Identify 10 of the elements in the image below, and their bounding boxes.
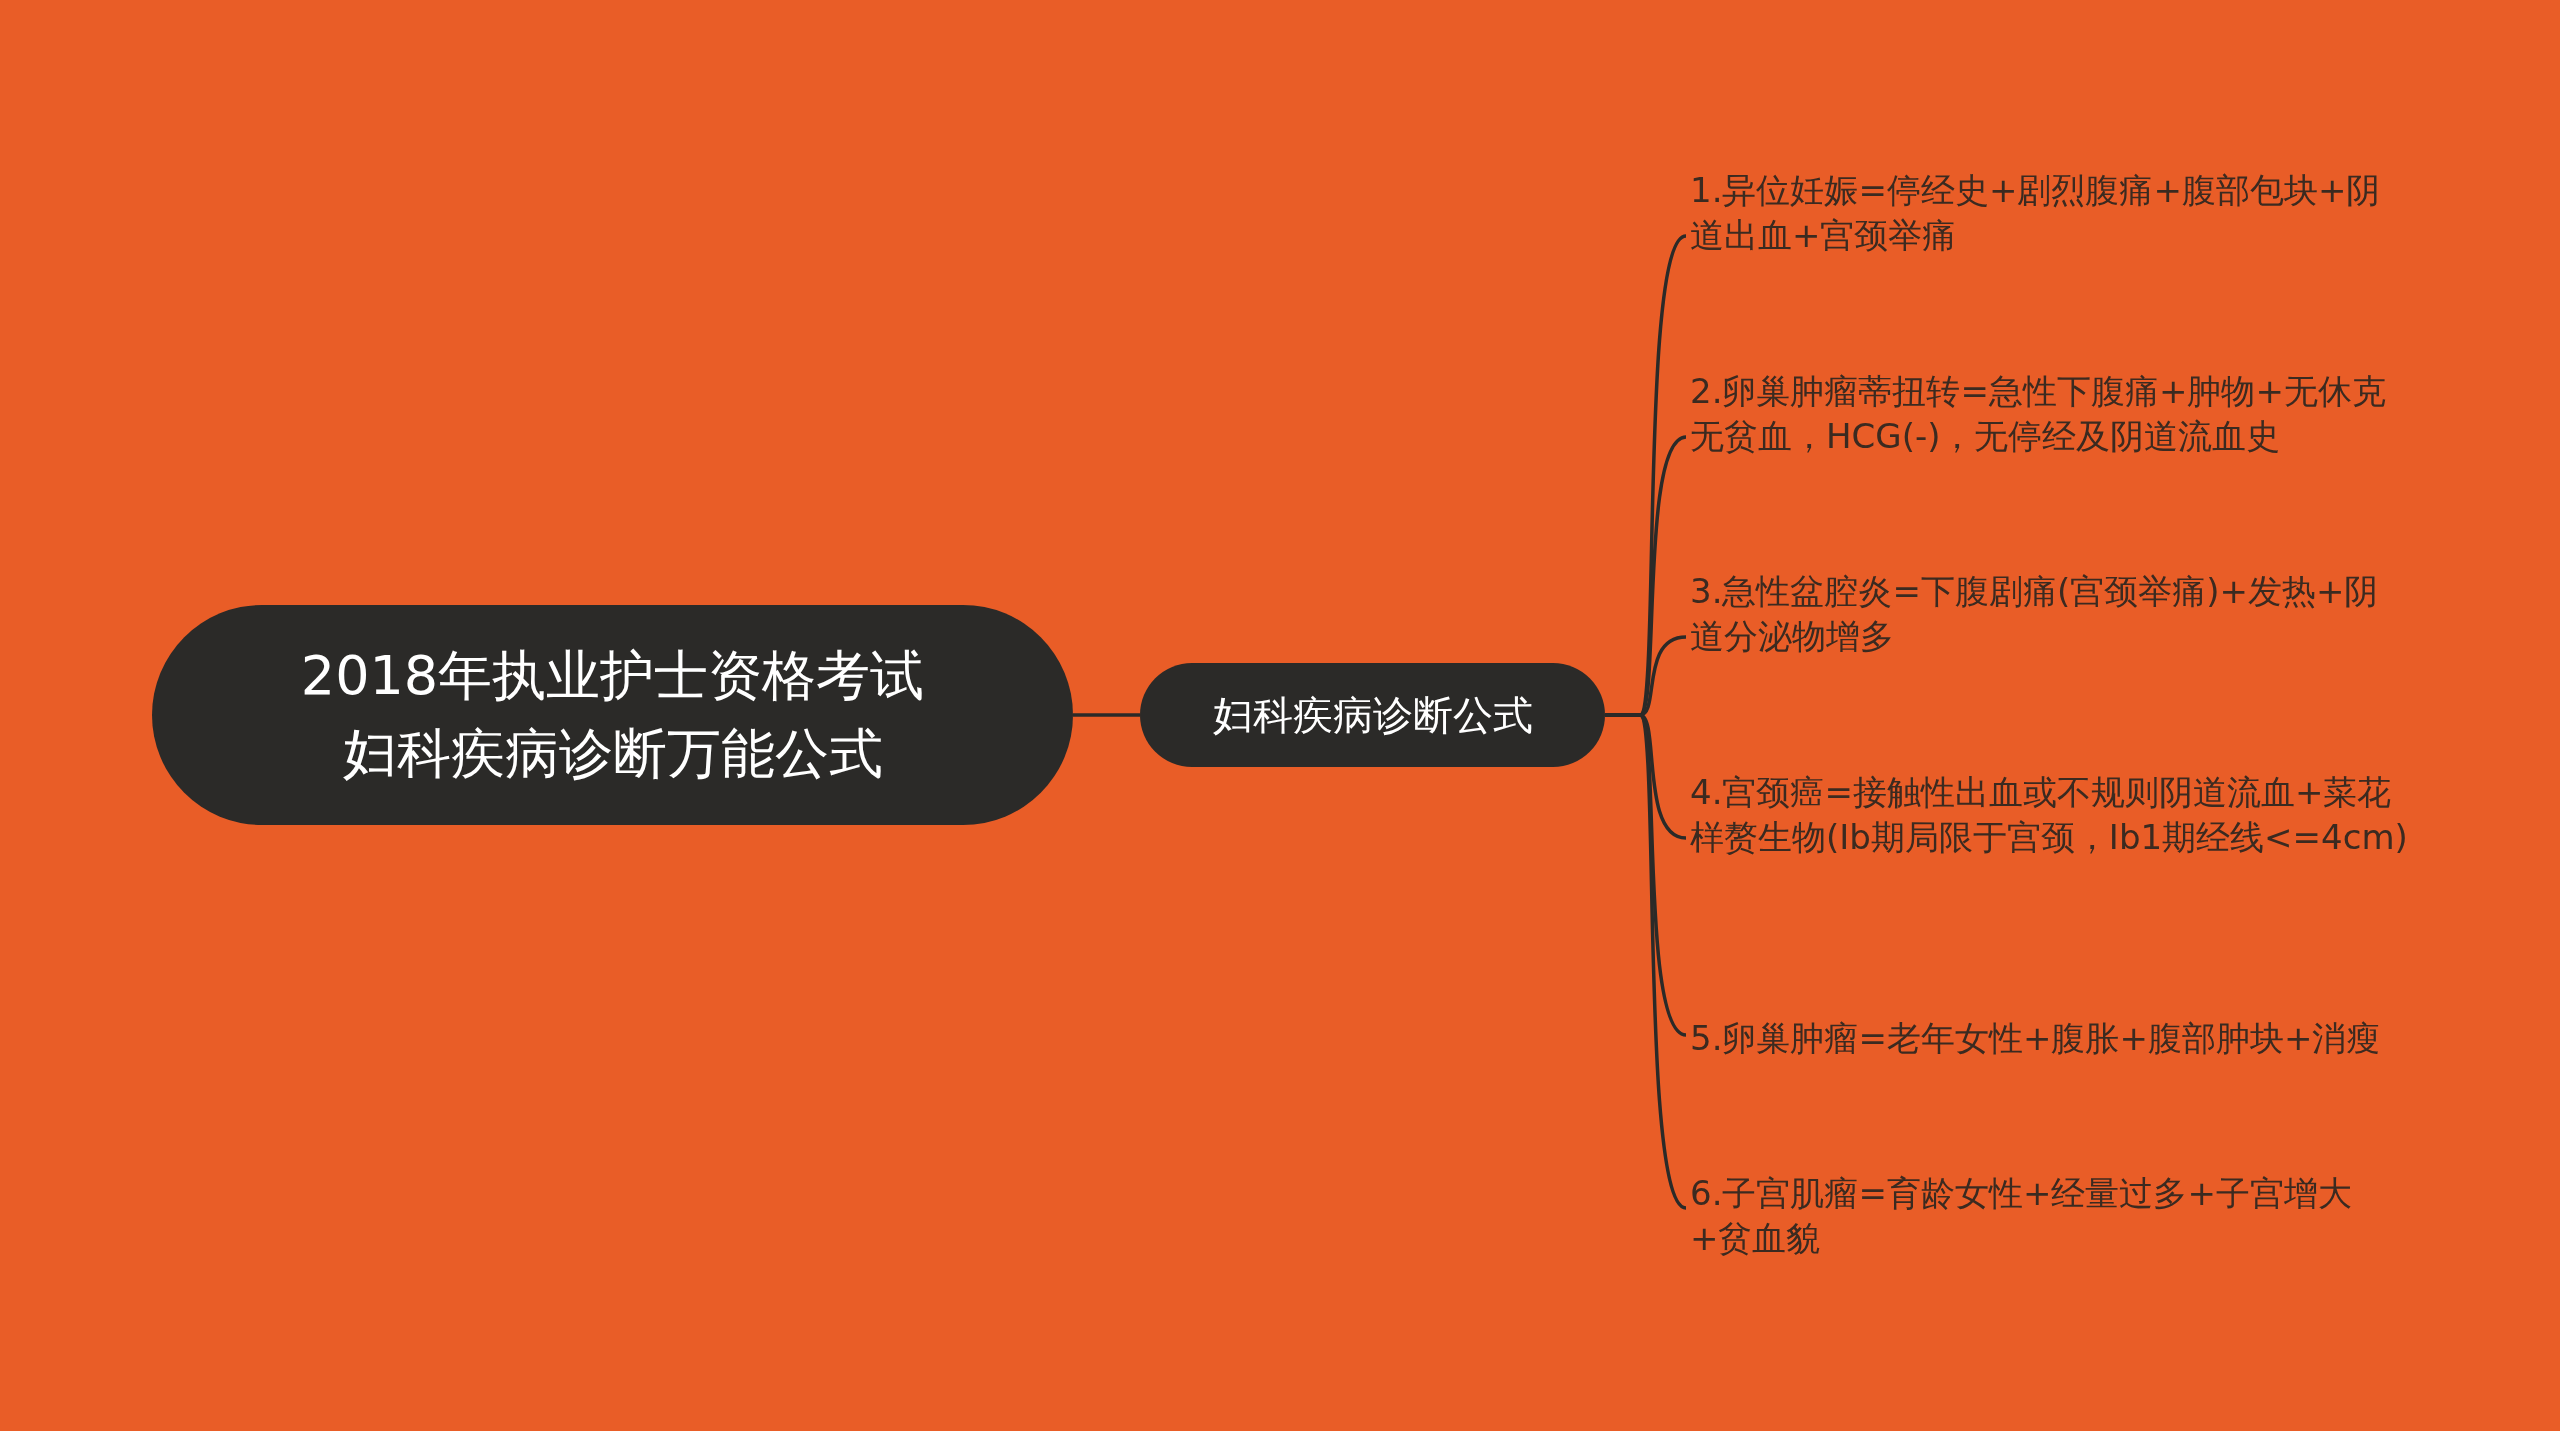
formula-text: 5.卵巢肿瘤=老年女性+腹胀+腹部肿块+消瘦 — [1690, 1016, 2410, 1061]
formula-text: 6.子宫肌瘤=育龄女性+经量过多+子宫增大+贫血貌 — [1690, 1171, 2410, 1261]
topic-pill: 2018年执业护士资格考试妇科疾病诊断万能公式 — [152, 605, 1073, 825]
formula-text: 2.卵巢肿瘤蒂扭转=急性下腹痛+肿物+无休克无贫血，HCG(-)，无停经及阴道流血史 — [1690, 369, 2410, 459]
connector-line — [1073, 713, 1140, 717]
formula-text: 4.宫颈癌=接触性出血或不规则阴道流血+菜花样赘生物(Ib期局限于宫颈，Ib1期经线<=4cm) — [1690, 770, 2410, 860]
formula-text: 3.急性盆腔炎=下腹剧痛(宫颈举痛)+发热+阴道分泌物增多 — [1690, 569, 2410, 659]
subtopic-pill: 妇科疾病诊断公式 — [1140, 663, 1605, 767]
connector-line — [1605, 713, 1688, 1210]
formula-text: 1.异位妊娠=停经史+剧烈腹痛+腹部包块+阴道出血+宫颈举痛 — [1690, 168, 2410, 258]
